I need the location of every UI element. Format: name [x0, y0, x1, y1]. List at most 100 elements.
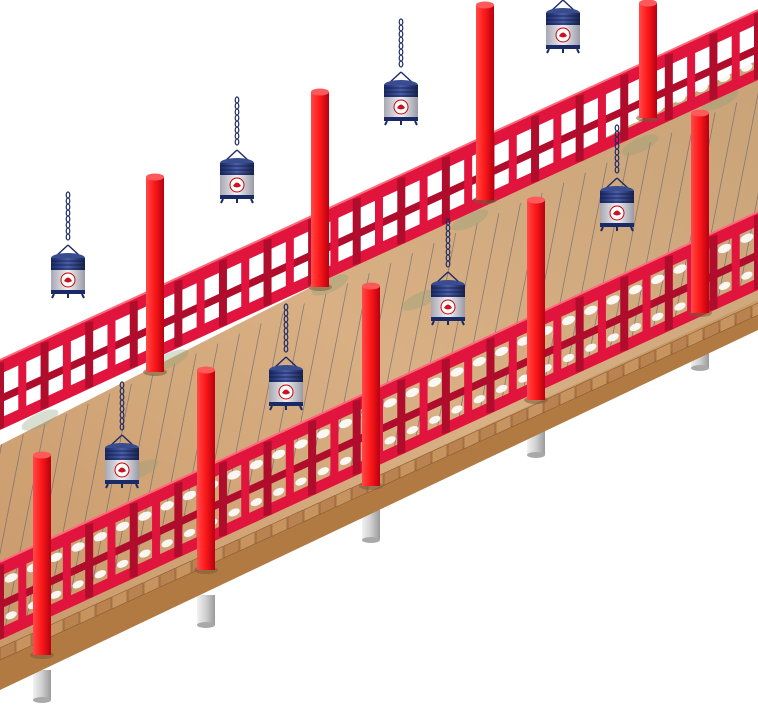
lantern-chain-link [398, 42, 404, 50]
lantern-chain-link [65, 191, 71, 199]
far-railing-panel-cutout [4, 369, 18, 379]
moss-patch [621, 134, 659, 156]
lantern-chain-link [398, 48, 404, 56]
near-railing-baluster [464, 347, 473, 424]
far-railing-panel-cutout [606, 91, 620, 101]
near-railing-panel-cutout [93, 532, 107, 542]
hanging-lantern-icon [431, 218, 465, 326]
far-railing-baluster [397, 176, 406, 245]
lantern-feet [600, 226, 634, 232]
lantern-upper-body [600, 191, 634, 203]
lantern-bottom-rim [220, 195, 254, 199]
far-railing-baluster [687, 42, 696, 111]
far-railing-panel-cutout [94, 362, 106, 371]
far-railing-baluster [285, 228, 294, 297]
edge-brick [559, 385, 576, 406]
edge-brick [607, 363, 624, 384]
far-railing-panel-cutout [495, 176, 508, 185]
near-railing-baluster [285, 430, 294, 507]
lantern-chain-link [398, 36, 404, 44]
lantern-feet [431, 320, 465, 326]
support-post-foot [362, 537, 380, 543]
far-railing-panel-cutout [183, 320, 196, 330]
far-railing-panel-cutout [405, 183, 420, 194]
deck-plank-line [545, 172, 586, 378]
far-railing-baluster [508, 125, 517, 194]
lantern-chain-link [398, 54, 404, 62]
far-railing-panel-cutout [718, 73, 731, 83]
near-railing-panel-cutout [405, 387, 420, 398]
front-pillar [362, 286, 380, 486]
near-railing-panel-cutout [138, 511, 152, 521]
front-pillar [691, 113, 709, 313]
edge-brick [687, 327, 704, 348]
emblem-mark [559, 32, 567, 38]
far-railing-panel-cutout [273, 279, 285, 288]
far-railing-panel-cutout [71, 338, 85, 348]
far-railing-panel-cutout [205, 276, 219, 286]
near-railing-panel-cutout [562, 353, 575, 363]
near-railing-panel-cutout [451, 405, 463, 414]
lantern-upper-body [105, 448, 139, 460]
near-railing-panel-cutout [450, 367, 464, 377]
far-railing-baluster [531, 114, 540, 183]
lantern-chain-link [65, 215, 71, 223]
far-railing-baluster [0, 362, 4, 429]
far-railing-panel-cutout [539, 122, 553, 132]
edge-brick [111, 589, 128, 610]
edge-brick [271, 516, 288, 537]
edge-brick [719, 312, 736, 333]
far-railing-baluster [40, 341, 49, 410]
far-railing-panel-cutout [451, 197, 463, 206]
far-railing-baluster [464, 145, 473, 214]
far-railing-panel-cutout [206, 310, 218, 319]
near-railing-baluster [18, 553, 27, 630]
emblem-mark [444, 304, 452, 310]
deck-plank-line [0, 434, 24, 556]
far-railing-panel-cutout [584, 101, 598, 111]
far-railing-baluster [330, 207, 339, 276]
near-railing-baluster [174, 481, 183, 558]
far-railing-panel-cutout [116, 351, 129, 360]
hanging-lantern-icon [220, 96, 254, 204]
far-railing-panel-cutout [250, 290, 263, 299]
edge-brick [431, 443, 448, 464]
near-railing-baluster [308, 419, 317, 496]
front-pillar-cap [33, 451, 51, 459]
far-railing-panel-cutout [362, 238, 374, 247]
moss-patch [401, 289, 439, 311]
far-railing-panel-cutout [161, 331, 173, 340]
near-railing-baluster [508, 327, 517, 404]
lantern-chain-link [283, 345, 289, 353]
near-railing-panel-cutout [429, 415, 441, 424]
far-railing-panel-cutout [339, 248, 352, 258]
near-railing-baluster [62, 533, 71, 610]
near-railing-baluster [330, 409, 339, 486]
far-railing-panel-cutout [72, 372, 84, 381]
near-railing-baluster [241, 450, 250, 527]
edge-brick [127, 582, 144, 603]
near-railing-panel-cutout [94, 570, 106, 579]
support-post [33, 670, 51, 700]
back-pillar-cap [639, 0, 657, 7]
near-railing-baluster [575, 296, 584, 373]
edge-brick [495, 414, 512, 435]
near-railing-panel-cutout [651, 274, 665, 285]
near-railing-baluster [597, 286, 606, 363]
edge-brick [511, 407, 528, 428]
emblem-mark [613, 210, 621, 216]
far-railing-baluster [375, 187, 383, 255]
edge-brick [735, 305, 752, 326]
near-railing-panel-cutout [339, 456, 352, 466]
far-railing-panel-cutout [450, 163, 464, 173]
far-railing-panel-cutout [740, 29, 754, 39]
near-railing-panel-cutout [116, 559, 129, 568]
emblem-mark [397, 104, 405, 110]
emblem-mark [64, 277, 72, 283]
near-railing-panel-cutout [561, 315, 576, 326]
near-railing-panel-cutout [316, 429, 330, 439]
far-railing-baluster [129, 300, 138, 369]
near-railing-panel-cutout [383, 398, 397, 408]
far-railing-baluster [18, 351, 27, 420]
